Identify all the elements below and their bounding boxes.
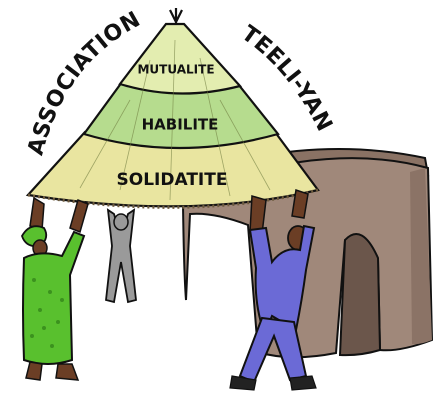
woman-figure	[21, 196, 89, 381]
roof-tier-middle-label: HABILITE	[142, 116, 219, 134]
roof-tier-top-label: MUTUALITE	[137, 63, 214, 77]
roof-tier-bottom-label: SOLIDATITE	[117, 170, 228, 190]
person-background	[105, 208, 137, 304]
man-figure	[229, 189, 317, 391]
roof: MUTUALITE HABILITE SOLIDATITE	[25, 8, 320, 209]
